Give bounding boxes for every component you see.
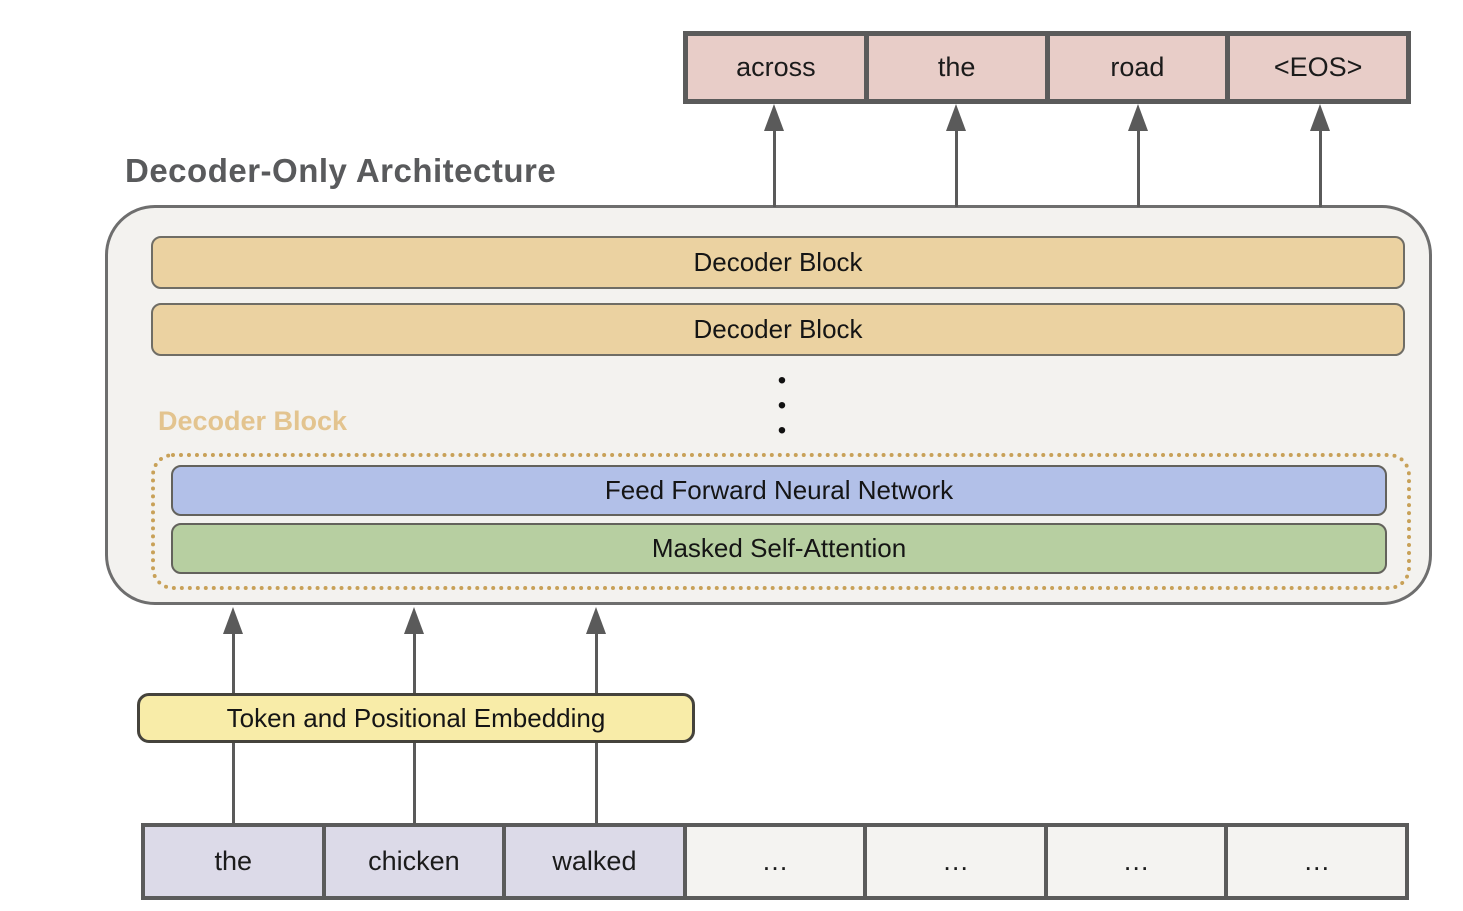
input-placeholder-cell: … — [686, 827, 864, 896]
decoder-block-detail-label: Decoder Block — [158, 406, 348, 436]
decoder-block-bar: Decoder Block — [151, 236, 1405, 289]
input-token-row: the chicken walked … … … … — [141, 823, 1409, 900]
up-arrow-icon — [945, 104, 967, 207]
token-positional-embedding-box: Token and Positional Embedding — [137, 693, 695, 743]
input-token-cell: walked — [506, 827, 683, 896]
output-token-cell: across — [688, 36, 864, 99]
arrowhead-icon — [1310, 104, 1330, 131]
arrowhead-icon — [586, 607, 606, 634]
decoder-architecture-container: Decoder Block Decoder Block • • • Decode… — [105, 205, 1432, 605]
arrowhead-icon — [404, 607, 424, 634]
arrow-shaft — [1136, 131, 1140, 207]
feed-forward-bar: Feed Forward Neural Network — [171, 465, 1387, 516]
arrowhead-icon — [223, 607, 243, 634]
arrowhead-icon — [1128, 104, 1148, 131]
masked-self-attention-bar: Masked Self-Attention — [171, 523, 1387, 574]
output-token-cell: <EOS> — [1230, 36, 1406, 99]
arrowhead-icon — [946, 104, 966, 131]
diagram-title: Decoder-Only Architecture — [125, 152, 557, 189]
input-token-cell: chicken — [325, 827, 503, 896]
up-arrow-icon — [1309, 104, 1331, 207]
arrow-shaft — [954, 131, 958, 207]
output-token-cell: road — [1049, 36, 1226, 99]
input-placeholder-cell: … — [1047, 827, 1225, 896]
arrow-shaft — [1318, 131, 1322, 207]
decoder-block-bar: Decoder Block — [151, 303, 1405, 356]
vertical-ellipsis-icon: • • • — [777, 367, 787, 444]
arrowhead-icon — [764, 104, 784, 131]
decoder-block-dotted-outline — [151, 453, 1411, 590]
input-placeholder-cell: … — [867, 827, 1044, 896]
input-placeholder-cell: … — [1228, 827, 1406, 896]
up-arrow-icon — [763, 104, 785, 207]
output-token-row: across the road <EOS> — [683, 31, 1411, 104]
input-token-cell: the — [145, 827, 322, 896]
up-arrow-icon — [1127, 104, 1149, 207]
output-token-cell: the — [868, 36, 1045, 99]
arrow-shaft — [772, 131, 776, 207]
